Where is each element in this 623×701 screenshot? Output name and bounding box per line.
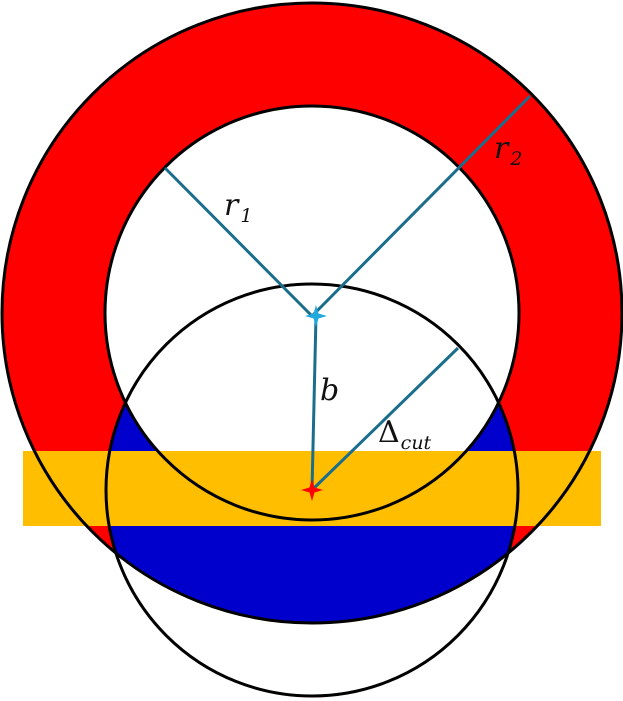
inner-circle-outline: [103, 104, 521, 522]
lower-center-marker-icon: [301, 479, 323, 501]
label-b: b: [320, 373, 339, 408]
outer-circle-outline: [0, 1, 623, 625]
offset-circle-outline: [104, 282, 520, 698]
r2-line: [310, 94, 532, 318]
r1-line: [163, 166, 314, 318]
upper-center-marker-icon: [305, 305, 327, 327]
label-delta-cut: Δcut: [378, 415, 432, 454]
b-line: [310, 315, 318, 491]
delta-cut-line: [310, 346, 460, 492]
